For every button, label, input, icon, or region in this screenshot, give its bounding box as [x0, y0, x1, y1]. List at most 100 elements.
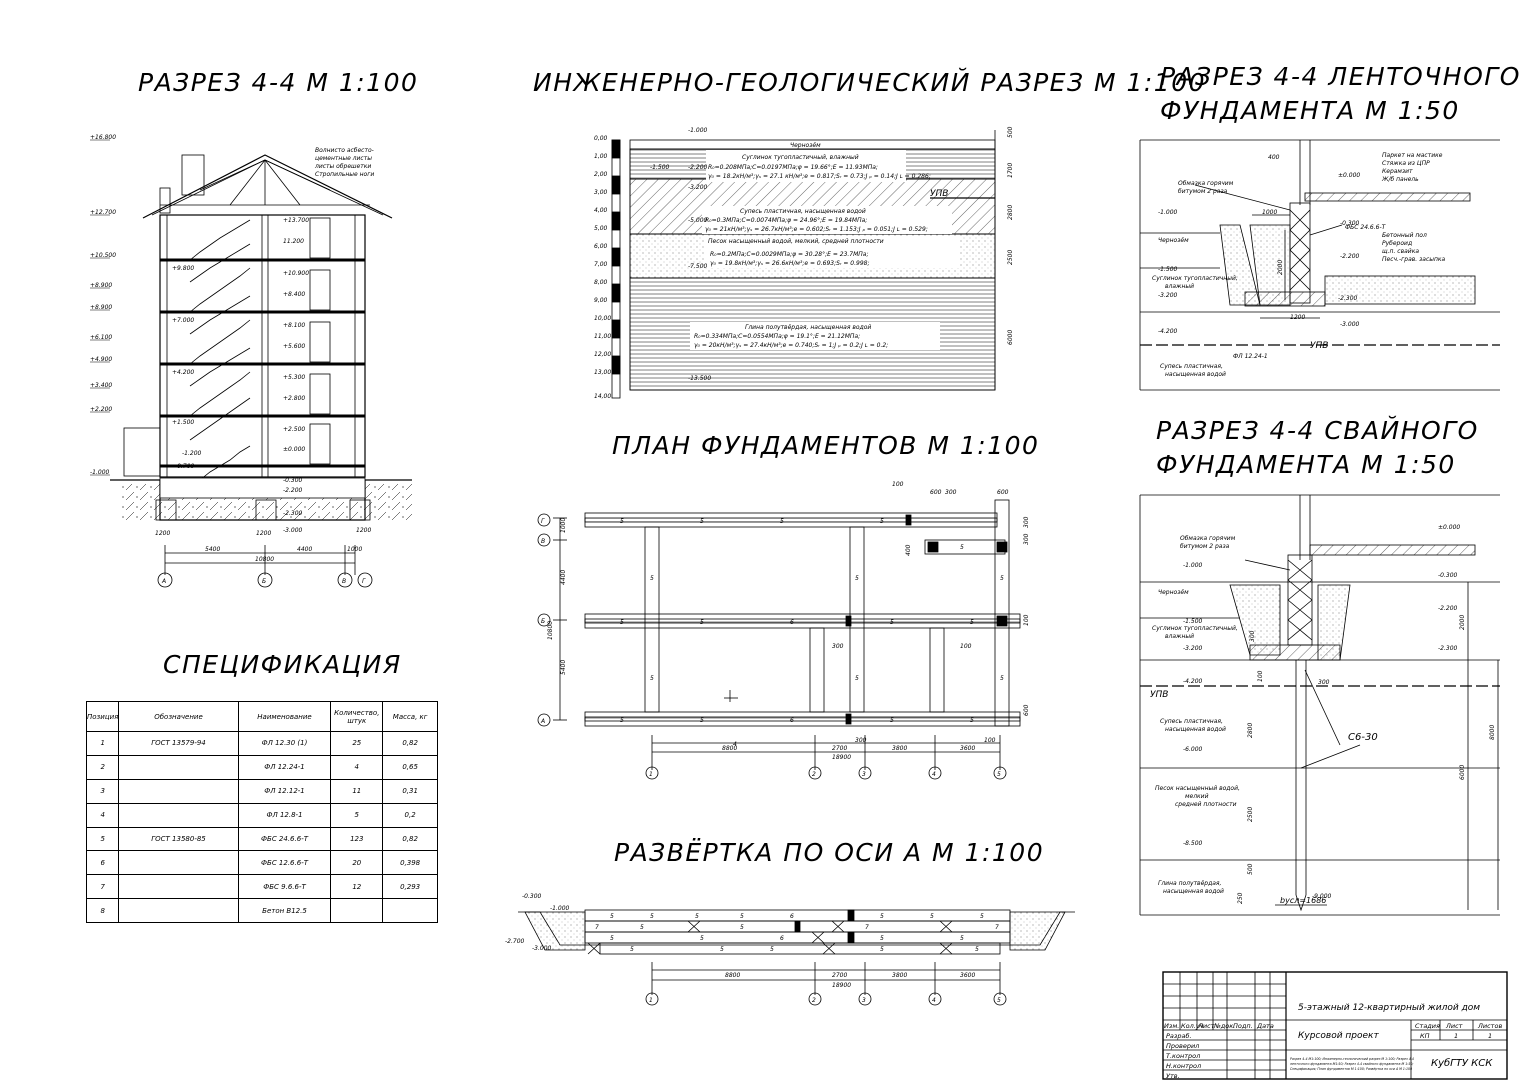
- strip-mark: -0.300: [1340, 220, 1360, 227]
- plan-dim: 600: [997, 489, 1009, 496]
- specification-table: Позиция Обозначение Наименование Количес…: [85, 701, 438, 923]
- spec-cell: ФЛ 12.24-1: [237, 754, 332, 780]
- spec-cell: 5: [85, 826, 120, 852]
- spec-cell: 0,82: [382, 826, 438, 852]
- plan-dim: 300: [945, 489, 957, 496]
- tb-role: Н.контрол: [1166, 1062, 1201, 1070]
- floor-layer: Керамзит: [1382, 168, 1413, 175]
- strip-dim: 1200: [1290, 314, 1305, 321]
- block-mark: 5: [970, 717, 974, 724]
- layer-name: Глина полутвёрдая, насыщенная водой: [745, 324, 871, 331]
- spec-cell: ФЛ 12.12-1: [237, 778, 332, 804]
- strip-mark: -4.200: [1158, 328, 1178, 335]
- spec-cell: ФЛ 12.30 (1): [237, 731, 332, 756]
- block-mark: 5: [610, 935, 614, 942]
- foundation-plan: [537, 499, 1021, 780]
- unfold-mark: -3.000: [532, 945, 552, 952]
- spec-cell: ФБС 9.6.6-Т: [237, 874, 332, 900]
- pile-mark: -8.500: [1183, 840, 1203, 847]
- thickness-label: 2800: [1007, 205, 1014, 220]
- depth-label: 0,00: [594, 135, 608, 142]
- spec-cell: 20: [330, 850, 384, 876]
- depth-label: 2,00: [594, 171, 608, 178]
- level-label: +2.200: [90, 406, 112, 413]
- level-label: -2.200: [283, 487, 303, 494]
- spec-cell: [330, 898, 384, 923]
- pile-note: мелкий: [1185, 793, 1209, 800]
- thickness-label: 6000: [1007, 330, 1014, 345]
- strip-note: Супесь пластичная,: [1160, 363, 1223, 370]
- spec-header: Наименование: [237, 701, 332, 732]
- depth-label: 11,00: [594, 333, 611, 340]
- floor-layer: Рубероид: [1382, 240, 1412, 247]
- pile-dim: 100: [1257, 670, 1264, 682]
- spec-cell: [118, 850, 239, 876]
- geo-mark: -3.200: [688, 184, 708, 191]
- pile-mark: -1.500: [1183, 618, 1203, 625]
- layer-name: Супесь пластичная, насыщенная водой: [740, 208, 866, 215]
- block-mark: 5: [980, 913, 984, 920]
- unfold-mark: -2.700: [505, 938, 525, 945]
- tb-col: Изм.: [1164, 1022, 1179, 1030]
- dim-label: 5400: [205, 546, 220, 553]
- plan-dim: 100: [892, 481, 904, 488]
- plan-dim: 100: [1023, 614, 1030, 626]
- spec-cell: Бетон В12.5: [237, 898, 332, 923]
- strip-note: Чернозём: [1158, 237, 1189, 244]
- pile-width-label: bусл=1686: [1280, 896, 1326, 905]
- unfold-dim: 3600: [960, 972, 975, 979]
- pile-dim: 2800: [1247, 723, 1254, 738]
- tb-role: Утв.: [1166, 1072, 1180, 1080]
- plan-axis-number: 1: [649, 771, 653, 778]
- layer-props: R₀=0.208МПа;C=0.0197МПа;φ = 19.66°;E = 1…: [708, 164, 878, 171]
- tb-role: Т.контрол: [1166, 1052, 1200, 1060]
- pile-dim: 2000: [1459, 615, 1466, 630]
- roof-note: цементные листы: [315, 155, 372, 162]
- geo-mark: -1.000: [688, 127, 708, 134]
- block-mark: 7: [865, 924, 869, 931]
- block-mark: 5: [780, 518, 784, 525]
- pile-dim: 500: [1247, 863, 1254, 875]
- level-label: +2.500: [283, 426, 305, 433]
- spec-cell: 0,31: [382, 778, 438, 804]
- floor-layer: Паркет на мастике: [1382, 152, 1443, 159]
- block-mark: 5: [855, 575, 859, 582]
- block-mark: 5: [1000, 575, 1004, 582]
- pile-mark: -9.000: [1312, 893, 1332, 900]
- level-label: -1.200: [182, 450, 202, 457]
- pile-note: насыщенная водой: [1165, 726, 1226, 733]
- spec-cell: ФБС 24.6.6-Т: [237, 826, 332, 852]
- spec-header: Масса, кг: [382, 701, 438, 732]
- block-mark: 5: [700, 717, 704, 724]
- pile-note: насыщенная водой: [1163, 888, 1224, 895]
- block-mark: 5: [650, 913, 654, 920]
- plan-dim: 4400: [560, 570, 567, 585]
- strip-foundation-section: [1139, 139, 1500, 391]
- unfold-dim: 2700: [832, 972, 847, 979]
- pile-title-line2: ФУНДАМЕНТА М 1:50: [1156, 450, 1456, 479]
- level-label: +12.700: [90, 209, 116, 216]
- strip-note: влажный: [1165, 283, 1194, 290]
- strip-title-line1: РАЗРЕЗ 4-4 ЛЕНТОЧНОГО: [1160, 62, 1521, 91]
- block-mark: 6: [790, 619, 794, 626]
- geo-section: [611, 125, 996, 399]
- sheet-contents: Разрез 4-4 М1:100; Инженерно-геологическ…: [1290, 1057, 1414, 1061]
- pile-note: Песок насыщенный водой,: [1155, 785, 1240, 792]
- dim-label: 10800: [255, 556, 274, 563]
- block-mark: 5: [880, 913, 884, 920]
- block-mark: 5: [650, 575, 654, 582]
- level-label: +8.100: [283, 322, 305, 329]
- level-label: +3.400: [90, 382, 112, 389]
- plan-dim: 100: [960, 643, 972, 650]
- dim-label: 1200: [155, 530, 170, 537]
- spec-cell: 1: [85, 731, 120, 756]
- spec-cell: ГОСТ 13580-85: [118, 826, 239, 852]
- roof-note: Стропильные ноги: [315, 171, 374, 178]
- plan-axis-letter: Б: [541, 618, 545, 625]
- pile-note: средней плотности: [1175, 801, 1237, 808]
- spec-cell: ФЛ 12.8-1: [237, 802, 332, 828]
- geo-mark: -7.500: [688, 263, 708, 270]
- block-mark: 5: [970, 619, 974, 626]
- sheet-contents: Спецификация; План фундаментов М 1:100; …: [1290, 1067, 1412, 1071]
- plan-axis-letter: Г: [541, 518, 545, 525]
